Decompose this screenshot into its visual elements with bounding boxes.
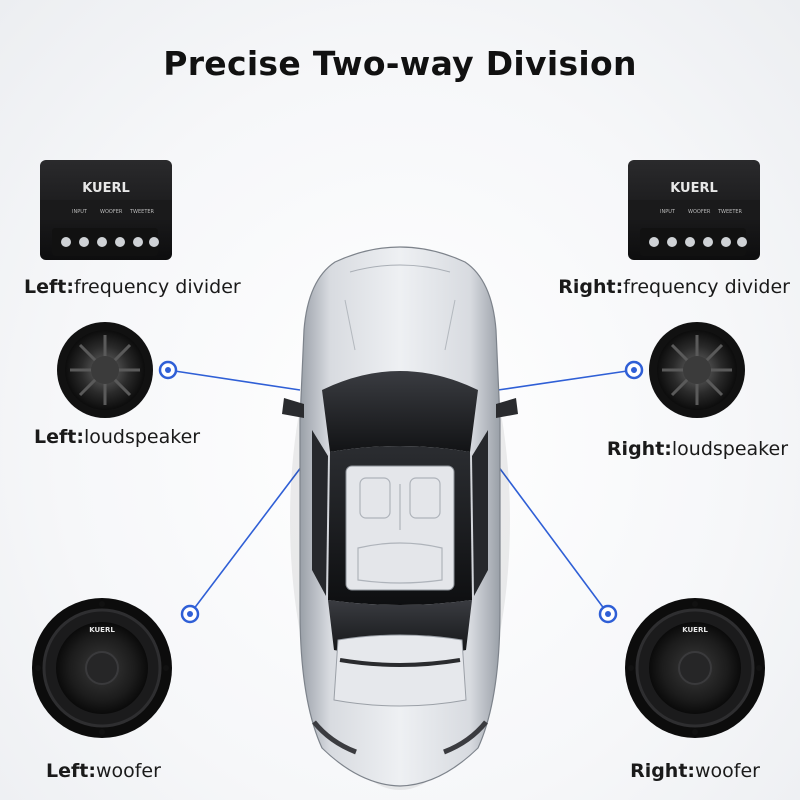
dot-right-tweeter: [624, 360, 644, 380]
connector-lines: [167, 369, 635, 615]
left-terminal-input: INPUT: [72, 209, 88, 215]
label-side: Left:: [34, 426, 84, 448]
label-right-loudspeaker: Right:loudspeaker: [607, 438, 788, 460]
dot-left-tweeter: [158, 360, 178, 380]
car-top-view: [282, 246, 518, 790]
dot-right-woofer: [598, 604, 618, 624]
label-part: loudspeaker: [83, 426, 201, 448]
connector-dots: [158, 360, 644, 624]
right-terminal-woofer: WOOFER: [688, 209, 711, 215]
left-mirror: [282, 398, 304, 418]
left-frequency-divider: [40, 160, 172, 260]
label-part: loudspeaker: [671, 438, 788, 460]
label-right-frequency-divider: Right:frequency divider: [558, 276, 790, 298]
right-woofer: [625, 598, 765, 738]
label-left-loudspeaker: Left:loudspeaker: [34, 426, 200, 448]
right-mirror: [496, 398, 518, 418]
label-side: Left:: [46, 760, 96, 782]
label-left-frequency-divider: Left:frequency divider: [24, 276, 241, 298]
left-terminal-woofer: WOOFER: [100, 209, 123, 215]
right-terminal-tweeter: TWEETER: [717, 209, 743, 215]
left-woofer: [32, 598, 172, 738]
label-side: Right:: [558, 276, 624, 298]
label-part: frequency divider: [73, 276, 241, 298]
left-loudspeaker: [57, 322, 153, 418]
right-loudspeaker: [649, 322, 745, 418]
label-left-woofer: Left:woofer: [46, 760, 161, 782]
dot-left-woofer: [180, 604, 200, 624]
woofer-bolts: [35, 601, 169, 735]
label-part: frequency divider: [623, 276, 790, 298]
label-side: Right:: [630, 760, 696, 782]
connector-left-woofer: [189, 461, 306, 615]
connector-right-tweeter: [497, 369, 635, 391]
connector-left-tweeter: [167, 369, 301, 391]
label-right-woofer: Right:woofer: [630, 760, 760, 782]
right-terminal-input: INPUT: [660, 209, 676, 215]
left-terminal-tweeter: TWEETER: [129, 209, 155, 215]
label-side: Right:: [606, 438, 672, 460]
brand-logo-left-divider: KUERL: [82, 181, 130, 196]
page-title: Precise Two-way Division: [163, 44, 637, 83]
interior-seats: [357, 477, 443, 584]
brand-logo-right-divider: KUERL: [670, 181, 718, 196]
windshield: [322, 371, 478, 452]
label-part: woofer: [95, 760, 161, 782]
brand-logo-left-woofer: KUERL: [89, 626, 115, 634]
label-side: Left:: [24, 276, 74, 298]
brand-logo-right-woofer: KUERL: [682, 626, 708, 634]
connector-right-woofer: [494, 461, 609, 615]
right-frequency-divider: [628, 160, 760, 260]
label-part: woofer: [695, 760, 760, 782]
